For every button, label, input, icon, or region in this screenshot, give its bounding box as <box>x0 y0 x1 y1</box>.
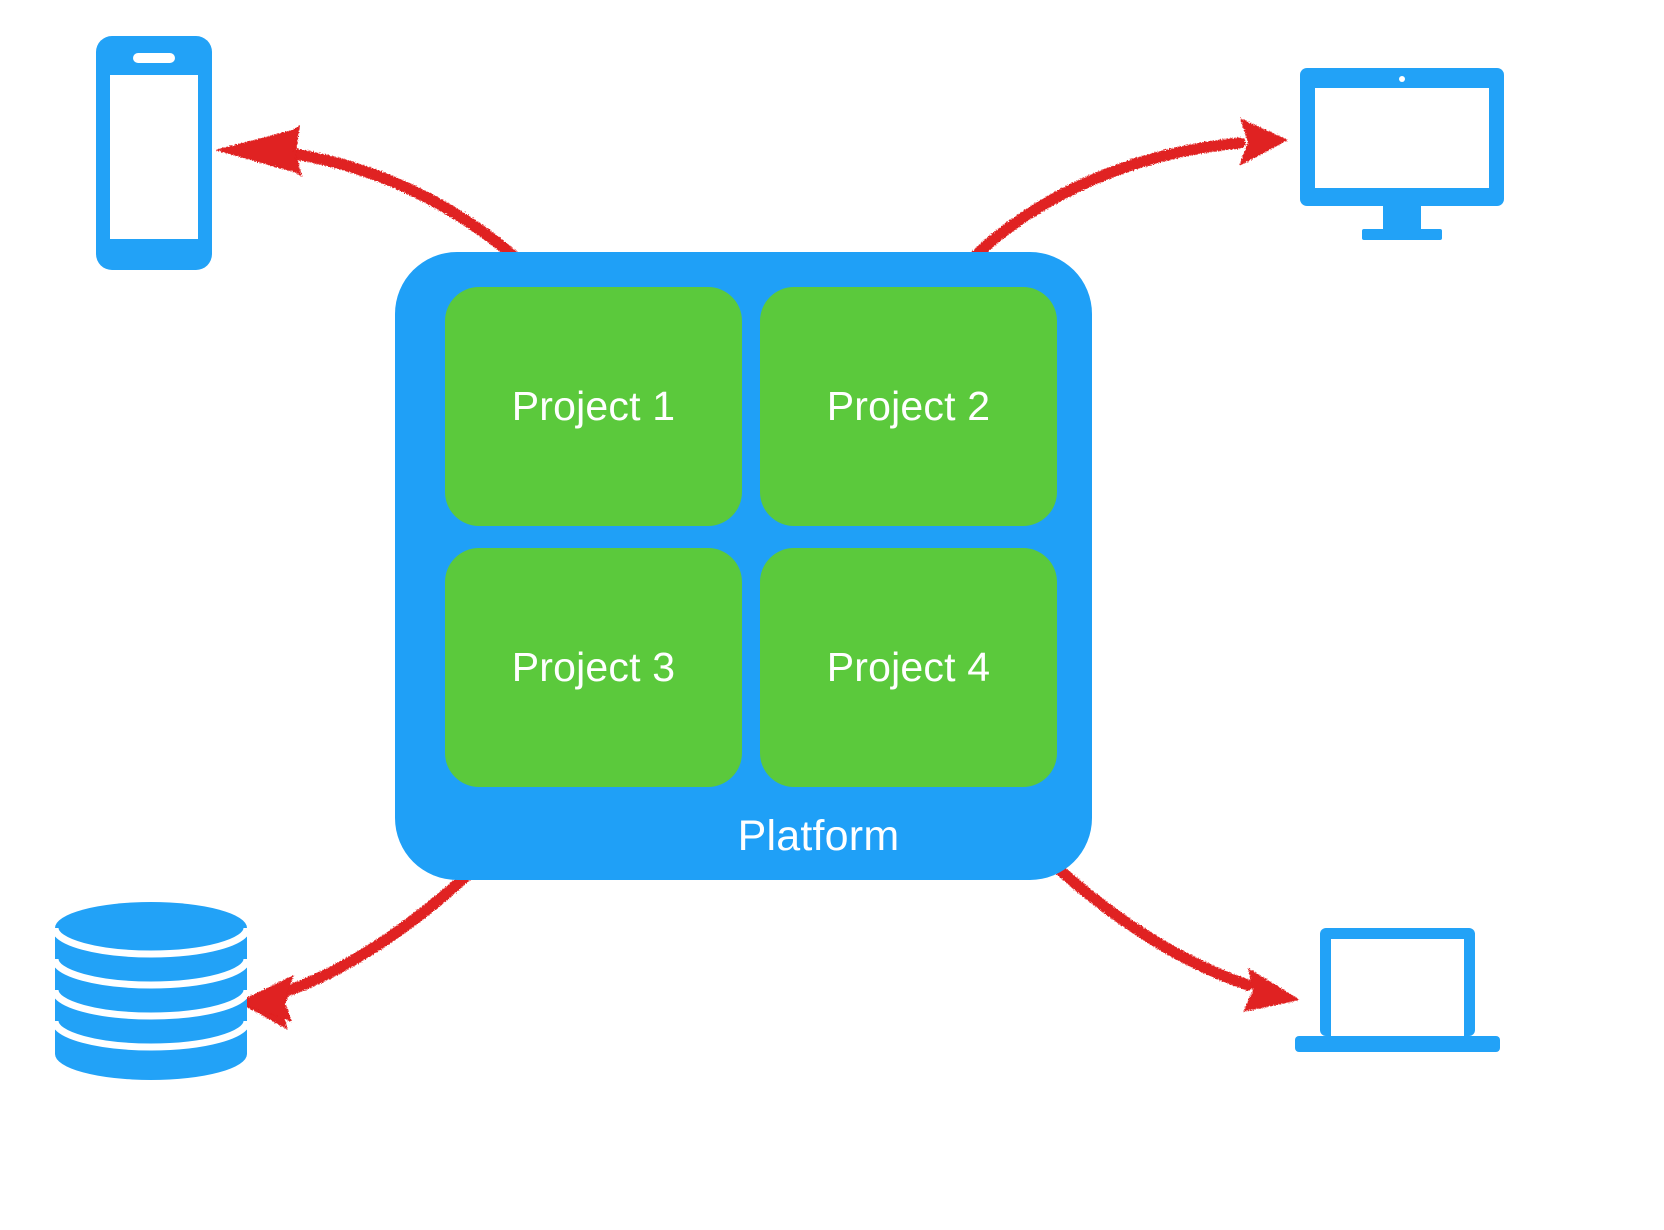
project-label-1: Project 1 <box>511 383 676 429</box>
project-card-2[interactable]: Project 2 <box>760 287 1057 526</box>
platform-label: Platform <box>737 812 900 860</box>
project-grid: Project 1 Project 2 Project 3 Project 4 <box>445 287 1057 787</box>
arrow-platform-to-monitor <box>957 118 1288 274</box>
project-label-2: Project 2 <box>826 383 991 429</box>
project-card-4[interactable]: Project 4 <box>760 548 1057 787</box>
project-label-4: Project 4 <box>826 644 991 690</box>
monitor-neck <box>1383 206 1421 231</box>
phone-screen <box>110 75 198 239</box>
phone-body <box>96 36 212 270</box>
project-card-1[interactable]: Project 1 <box>445 287 742 526</box>
laptop-screen <box>1331 939 1464 1036</box>
monitor-base <box>1362 229 1442 240</box>
phone-speaker <box>133 53 175 63</box>
monitor-camera-dot <box>1399 76 1405 82</box>
database-cylinder-icon[interactable] <box>55 902 247 1080</box>
laptop-lid <box>1320 928 1475 1036</box>
desktop-monitor-icon[interactable] <box>1300 68 1504 240</box>
project-label-3: Project 3 <box>511 644 676 690</box>
monitor-screen <box>1315 88 1489 188</box>
laptop-icon[interactable] <box>1295 928 1500 1060</box>
arrow-platform-to-phone <box>215 125 533 274</box>
database-svg <box>55 902 247 1080</box>
project-card-3[interactable]: Project 3 <box>445 548 742 787</box>
platform-label-wrap: Platform <box>395 812 1092 861</box>
monitor-frame <box>1300 68 1504 206</box>
laptop-base <box>1295 1036 1500 1052</box>
platform-container[interactable]: Project 1 Project 2 Project 3 Project 4 … <box>395 252 1092 880</box>
mobile-phone-icon[interactable] <box>96 36 212 270</box>
